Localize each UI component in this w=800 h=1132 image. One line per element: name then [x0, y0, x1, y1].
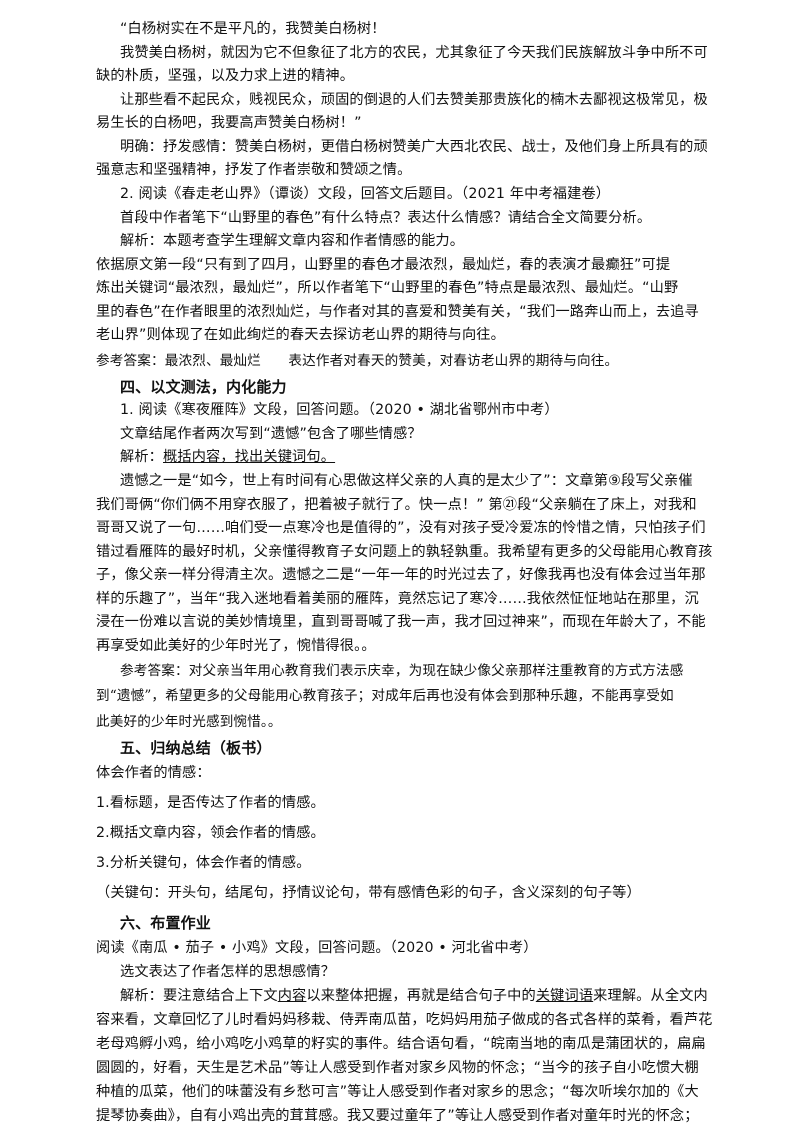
text-line: 体会作者的情感：	[96, 765, 211, 781]
section-heading-4: 四、以文测法，内化能力	[120, 378, 287, 396]
text-line: 错过看雁阵的最好时机，父亲懂得教育子女问题上的孰轻孰重。我希望有更多的父母能用心…	[96, 544, 712, 560]
text-line: 提琴协奏曲》，自有小鸡出壳的茸茸感。我又要过童年了”等让人感受到作者对童年时光的…	[96, 1108, 699, 1124]
summary-item: 3.分析关键句，体会作者的情感。	[96, 855, 311, 871]
text-line: 我赞美白杨树，就因为它不但象征了北方的农民，尤其象征了今天我们民族解放斗争中所不…	[120, 45, 708, 61]
reference-answer: 参考答案：最浓烈、最灿烂 表达作者对春天的赞美，对春访老山界的期待与向往。	[96, 353, 619, 369]
underlined-hint: 概括内容，找出关键词句。	[163, 449, 336, 465]
question-text: 选文表达了作者怎样的思想感情？	[120, 964, 336, 980]
text-line: 依据原文第一段“只有到了四月，山野里的春色才最浓烈，最灿烂，春的表演才最癫狂”可…	[96, 257, 671, 273]
text-line: 让那些看不起民众，贱视民众，顽固的倒退的人们去赞美那贵族化的楠木去鄙视这极常见，…	[120, 92, 708, 108]
underlined-word: 关键词语	[535, 988, 594, 1004]
summary-note: （关键句：开头句，结尾句，抒情议论句，带有感情色彩的句子，含义深刻的句子等）	[96, 885, 641, 901]
text-line: 种植的瓜菜，他们的味蕾没有乡愁可言”等让人感受到作者对家乡的思念；“每次听埃尔加…	[96, 1084, 699, 1100]
text-line: 明确：抒发感情：赞美白杨树，更借白杨树赞美广大西北农民、战士，及他们身上所具有的…	[120, 139, 708, 155]
section-heading-6: 六、布置作业	[120, 914, 211, 932]
analysis-line: 解析：要注意结合上下文内容以来整体把握，再就是结合句子中的关键词语来理解。从全文…	[120, 986, 712, 1006]
underlined-word: 内容	[277, 988, 307, 1004]
analysis-line: 解析：概括内容，找出关键词句。	[120, 447, 712, 467]
text-line: 炼出关键词“最浓烈，最灿烂”，所以作者笔下“山野里的春色”特点是最浓烈、最灿烂。…	[96, 280, 679, 296]
text-line: 易生长的白杨吧，我要高声赞美白杨树！”	[96, 115, 362, 131]
question-heading: 1. 阅读《寒夜雁阵》文段，回答问题。（2020 • 湖北省鄂州市中考）	[120, 402, 559, 418]
question-heading: 2. 阅读《春走老山界》（谭谈）文段，回答文后题目。（2021 年中考福建卷）	[120, 186, 611, 202]
text-line: 里的春色”在作者眼里的浓烈灿烂，与作者对其的喜爱和赞美有关，“我们一路奔山而上，…	[96, 304, 699, 320]
text-line: 圆圆的，好看，天生是艺术品”等让人感受到作者对家乡风物的怀念；“当今的孩子自小吃…	[96, 1060, 699, 1076]
analysis-text: 解析：要注意结合上下文	[120, 988, 278, 1004]
text-line: 容来看，文章回忆了儿时看妈妈移栽、侍弄南瓜苗，吃妈妈用茄子做成的各式各样的菜肴，…	[96, 1012, 712, 1028]
text-line: 缺的朴质，坚强，以及力求上进的精神。	[96, 68, 355, 84]
reference-answer: 到“遗憾”，希望更多的父母能用心教育孩子；对成年后再也没有体会到那种乐趣，不能再…	[96, 688, 674, 704]
text-line: 老山界”则体现了在如此绚烂的春天去探访老山界的期待与向往。	[96, 327, 505, 343]
text-line: 遗憾之一是“如今，世上有时间有心思做这样父亲的人真的是太少了”：文章第⑨段写父亲…	[120, 473, 693, 489]
analysis-label: 解析：	[120, 449, 164, 465]
text-line: 再享受如此美好的少年时光了，惋惜得很。。	[96, 638, 376, 654]
reference-answer: 参考答案：对父亲当年用心教育我们表示庆幸，为现在缺少像父亲那样注重教育的方式方法…	[120, 663, 684, 679]
reference-answer: 此美好的少年时光感到惋惜。。	[96, 714, 282, 730]
text-line: 哥哥又说了一句……咱们受一点寒冷也是值得的”，没有对孩子受冷爱冻的怜惜之情，只怕…	[96, 520, 706, 536]
question-heading: 阅读《南瓜 • 茄子 • 小鸡》文段，回答问题。（2020 • 河北省中考）	[96, 940, 538, 956]
question-text: 文章结尾作者两次写到“遗憾”包含了哪些情感？	[120, 426, 422, 442]
text-line: 浸在一份难以言说的美妙情境里，直到哥哥喊了我一声，我才回过神来”，而现在年龄大了…	[96, 614, 706, 630]
section-heading-5: 五、归纳总结（板书）	[120, 739, 272, 757]
text-line: 样的乐趣了”，当年“我入迷地看着美丽的雁阵，竟然忘记了寒冷……我依然怔怔地站在那…	[96, 591, 699, 607]
text-line: 我们哥俩“你们俩不用穿衣服了，把着被子就行了。快一点！” 第㉑段“父亲躺在了床上…	[96, 497, 697, 513]
text-line: 强意志和坚强精神，抒发了作者崇敬和赞颂之情。	[96, 162, 412, 178]
summary-item: 2.概括文章内容，领会作者的情感。	[96, 825, 325, 841]
question-text: 首段中作者笔下“山野里的春色”有什么特点？表达什么情感？请结合全文简要分析。	[120, 210, 652, 226]
analysis-text: 解析：本题考查学生理解文章内容和作者情感的能力。	[120, 233, 465, 249]
analysis-text: 以来整体把握，再就是结合句子中的	[306, 988, 536, 1004]
text-line: 子，像父亲一样分得清主次。遗憾之二是“一年一年的时光过去了，好像我再也没有体会过…	[96, 567, 706, 583]
text-line: 老母鸡孵小鸡，给小鸡吃小鸡草的籽实的事件。结合语句看，“皖南当地的南瓜是蒲团状的…	[96, 1036, 706, 1052]
analysis-text: 来理解。从全文内	[593, 988, 708, 1004]
text-line: “白杨树实在不是平凡的，我赞美白杨树！	[120, 21, 386, 37]
summary-item: 1.看标题，是否传达了作者的情感。	[96, 795, 325, 811]
